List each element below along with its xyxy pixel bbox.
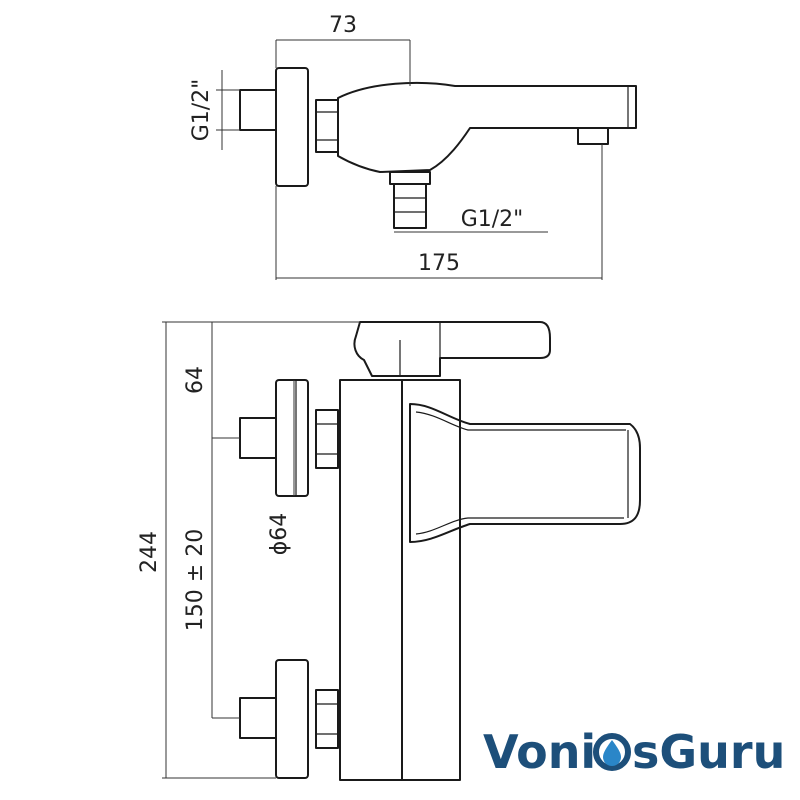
top-body — [337, 81, 637, 173]
front-view: 244 64 150 ± 20 ϕ64 — [137, 321, 641, 781]
front-lever — [353, 321, 551, 377]
dim-outlet-label: G1/2" — [461, 207, 524, 232]
dim-150-label: 150 ± 20 — [183, 529, 208, 631]
dim-244-label: 244 — [137, 531, 162, 573]
lower-flange — [275, 659, 309, 779]
front-spout — [409, 403, 641, 543]
lower-inlet-stub — [239, 697, 277, 739]
water-drop-icon — [593, 733, 631, 771]
logo-text-right: sGuru — [632, 725, 785, 779]
logo-text-left: Voni — [483, 725, 596, 779]
upper-nut — [315, 409, 339, 469]
dim-phi64-label: ϕ64 — [267, 513, 292, 556]
outlet-stub — [393, 183, 427, 229]
dim-64-label: 64 — [183, 366, 208, 394]
wall-flange — [275, 67, 309, 187]
top-outlet — [577, 127, 609, 145]
top-nut — [315, 99, 339, 153]
front-body — [339, 379, 403, 781]
lower-nut — [315, 689, 339, 749]
front-body-right — [401, 379, 461, 781]
inlet-stub — [239, 89, 277, 131]
top-view: 73 G1/2" G1/2" 175 — [189, 13, 637, 280]
brand-logo: Voni sGuru — [483, 725, 785, 779]
upper-inlet-stub — [239, 417, 277, 459]
dim-73-label: 73 — [329, 13, 357, 38]
dim-175-label: 175 — [418, 251, 460, 276]
upper-flange — [275, 379, 309, 497]
dim-inlet-label: G1/2" — [189, 79, 214, 142]
outlet-nut — [389, 171, 431, 185]
